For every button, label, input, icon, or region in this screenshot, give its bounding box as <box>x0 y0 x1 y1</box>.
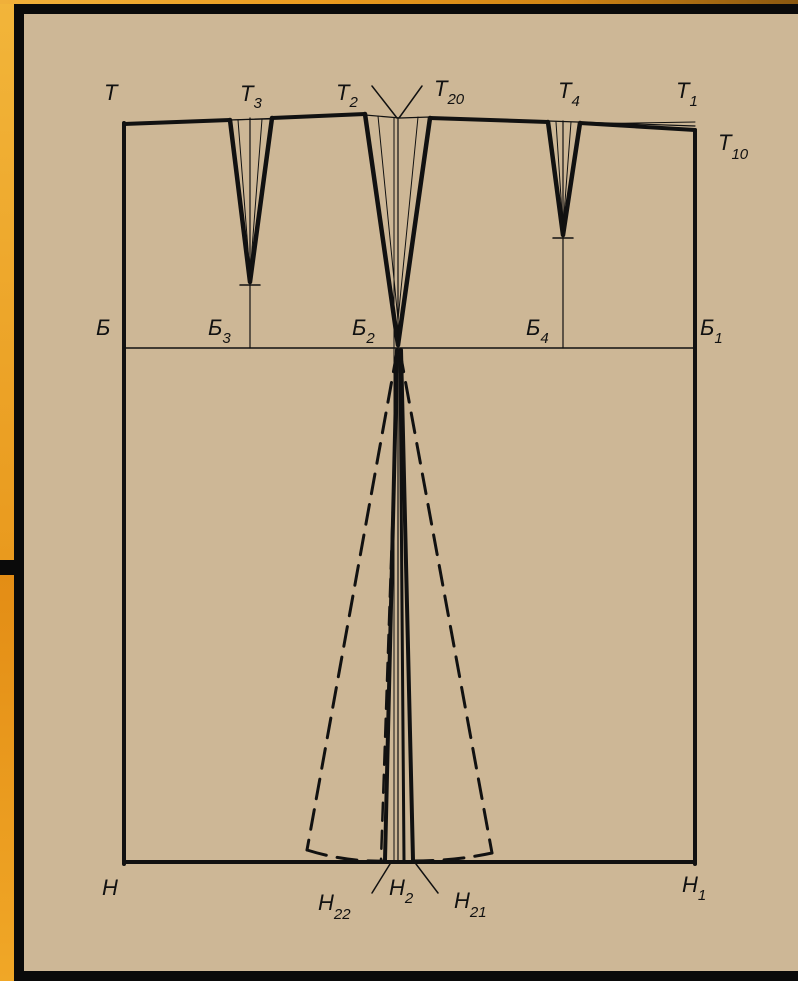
dart-t3-inner-r <box>249 118 263 276</box>
side-dart-inner-l <box>377 115 399 321</box>
waist-line-bold-2 <box>270 112 367 120</box>
waist-line-bold <box>122 118 232 126</box>
label-t1: T1 <box>676 78 698 110</box>
label-b: Б <box>96 315 110 340</box>
side-seam-bold-center <box>398 348 406 862</box>
dart-t4-inner-l <box>555 121 564 229</box>
flare-dashed-left <box>305 350 399 852</box>
label-t4: T4 <box>558 78 580 110</box>
label-b3: Б3 <box>208 315 231 347</box>
accent-band-lower <box>0 575 14 981</box>
waist-line-bold-4 <box>578 121 697 132</box>
label-t20: T20 <box>434 76 465 108</box>
top-accent-strip <box>0 0 798 4</box>
h22-mark <box>371 863 391 894</box>
side-seam-bold-right <box>399 348 415 862</box>
left-accent-strip <box>0 0 14 981</box>
dart-t3-inner-l <box>237 119 251 276</box>
label-h2: Н2 <box>389 875 414 907</box>
label-t2: T2 <box>336 80 358 111</box>
label-b1: Б1 <box>700 315 723 347</box>
flare-dashed-inner <box>379 353 400 862</box>
label-h1: Н1 <box>682 872 706 904</box>
t2-mark-left <box>371 85 398 119</box>
flare-dashed-hem-right <box>411 851 494 863</box>
t20-mark-right <box>398 85 423 119</box>
h21-mark <box>415 863 439 894</box>
flare-dashed-right <box>398 350 494 855</box>
label-h22: Н22 <box>318 890 351 923</box>
label-b4: Б4 <box>526 315 549 347</box>
dart-t4-inner-r <box>562 121 572 229</box>
label-h21: Н21 <box>454 888 487 921</box>
side-seam-bold-left <box>383 348 399 862</box>
point-labels: T T3 T2 T20 T4 T1 T10 Б Б3 Б2 Б4 Б1 Н Н2… <box>96 76 749 923</box>
waist-thin-dart-left <box>229 118 273 121</box>
side-dart-inner-r <box>397 116 419 321</box>
flare-dashed-hem-left <box>305 848 387 863</box>
label-t3: T3 <box>240 81 262 112</box>
waist-line-bold-3 <box>428 116 550 124</box>
label-h: Н <box>102 875 118 900</box>
label-t10: T10 <box>718 130 749 163</box>
accent-band-upper <box>0 0 14 560</box>
label-b2: Б2 <box>352 315 375 347</box>
label-t: T <box>104 80 119 105</box>
